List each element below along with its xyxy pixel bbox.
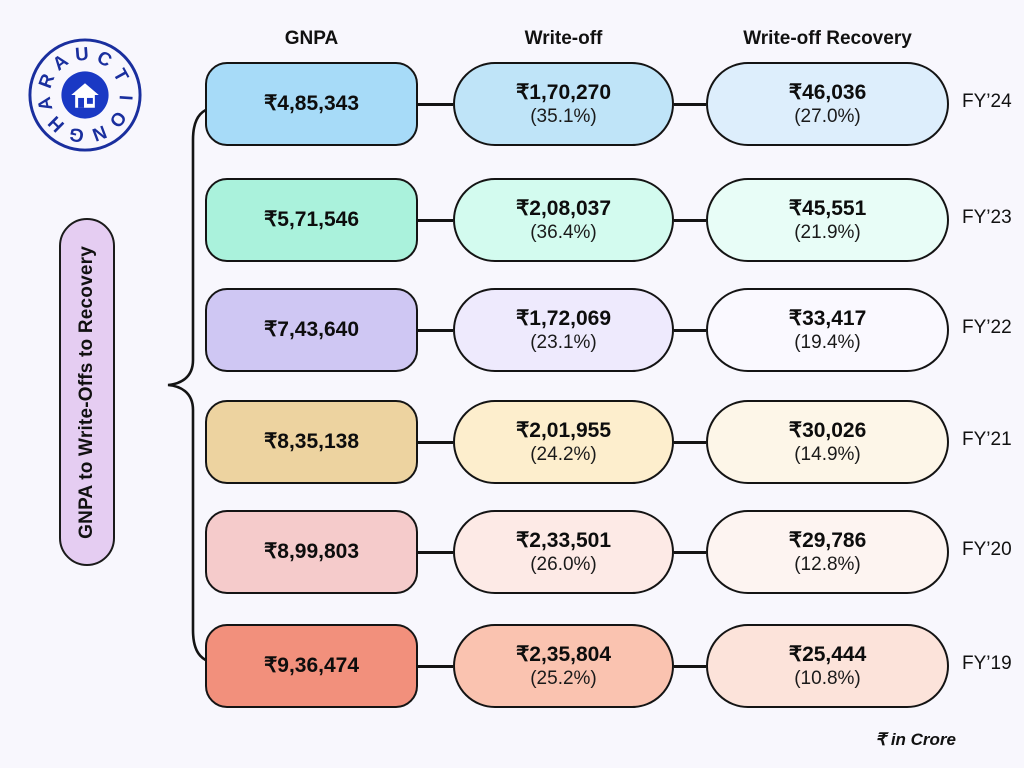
svg-text:O: O bbox=[105, 108, 131, 132]
recovery-amount: ₹46,036 bbox=[788, 81, 867, 105]
table-row: ₹9,36,474 ₹2,35,804(25.2%) ₹25,444(10.8%) F… bbox=[200, 624, 1012, 708]
year-label: FY’22 bbox=[962, 317, 1012, 338]
writeoff-percent: (23.1%) bbox=[530, 331, 597, 353]
table-row: ₹8,99,803 ₹2,33,501(26.0%) ₹29,786(12.8%) F… bbox=[200, 510, 1012, 594]
connector-line bbox=[418, 329, 453, 332]
writeoff-pill[interactable]: ₹2,01,955(24.2%) bbox=[453, 400, 674, 484]
gnpa-pill[interactable]: ₹9,36,474 bbox=[205, 624, 418, 708]
column-header-recovery: Write-off Recovery bbox=[743, 28, 912, 49]
writeoff-percent: (25.2%) bbox=[530, 667, 597, 689]
recovery-amount: ₹25,444 bbox=[788, 643, 867, 667]
recovery-pill[interactable]: ₹29,786(12.8%) bbox=[706, 510, 949, 594]
svg-text:T: T bbox=[109, 65, 133, 86]
gnpa-pill[interactable]: ₹7,43,640 bbox=[205, 288, 418, 372]
connector-line bbox=[674, 219, 706, 222]
recovery-percent: (10.8%) bbox=[794, 667, 861, 689]
recovery-amount: ₹29,786 bbox=[788, 529, 867, 553]
gnpa-pill[interactable]: ₹8,35,138 bbox=[205, 400, 418, 484]
table-row: ₹8,35,138 ₹2,01,955(24.2%) ₹30,026(14.9%) F… bbox=[200, 400, 1012, 484]
connector-line bbox=[674, 665, 706, 668]
recovery-pill[interactable]: ₹30,026(14.9%) bbox=[706, 400, 949, 484]
svg-text:H: H bbox=[44, 112, 68, 136]
svg-text:R: R bbox=[34, 70, 59, 90]
svg-text:A: A bbox=[48, 50, 71, 75]
writeoff-amount: ₹2,08,037 bbox=[515, 197, 612, 221]
writeoff-pill[interactable]: ₹2,35,804(25.2%) bbox=[453, 624, 674, 708]
table-row: ₹5,71,546 ₹2,08,037(36.4%) ₹45,551(21.9%) F… bbox=[200, 178, 1012, 262]
svg-text:C: C bbox=[94, 46, 116, 71]
column-header-writeoff: Write-off bbox=[524, 28, 603, 49]
year-label: FY’19 bbox=[962, 653, 1012, 674]
recovery-amount: ₹30,026 bbox=[788, 419, 867, 443]
side-label-pill: GNPA to Write-Offs to Recovery bbox=[59, 218, 115, 566]
table-row: ₹7,43,640 ₹1,72,069(23.1%) ₹33,417(19.4%) F… bbox=[200, 288, 1012, 372]
recovery-pill[interactable]: ₹25,444(10.8%) bbox=[706, 624, 949, 708]
unit-note: ₹ in Crore bbox=[875, 730, 956, 749]
writeoff-amount: ₹2,35,804 bbox=[515, 643, 612, 667]
svg-text:A: A bbox=[33, 95, 56, 113]
connector-line bbox=[418, 103, 453, 106]
gnpa-amount: ₹8,35,138 bbox=[263, 430, 360, 454]
house-icon bbox=[71, 83, 99, 108]
writeoff-pill[interactable]: ₹1,72,069(23.1%) bbox=[453, 288, 674, 372]
recovery-percent: (27.0%) bbox=[794, 105, 861, 127]
column-header-gnpa: GNPA bbox=[284, 28, 339, 49]
table-row: ₹4,85,343 ₹1,70,270(35.1%) ₹46,036(27.0%) F… bbox=[200, 62, 1012, 146]
svg-text:G: G bbox=[67, 124, 86, 148]
writeoff-percent: (36.4%) bbox=[530, 221, 597, 243]
grouping-bracket bbox=[167, 103, 232, 667]
connector-line bbox=[674, 103, 706, 106]
writeoff-amount: ₹2,33,501 bbox=[515, 529, 612, 553]
year-label: FY’24 bbox=[962, 91, 1012, 112]
svg-text:U: U bbox=[74, 43, 89, 65]
gnpa-amount: ₹8,99,803 bbox=[263, 540, 360, 564]
connector-line bbox=[418, 441, 453, 444]
svg-text:N: N bbox=[90, 121, 110, 145]
recovery-pill[interactable]: ₹46,036(27.0%) bbox=[706, 62, 949, 146]
connector-line bbox=[674, 551, 706, 554]
gnpa-pill[interactable]: ₹4,85,343 bbox=[205, 62, 418, 146]
year-label: FY’23 bbox=[962, 207, 1012, 228]
writeoff-percent: (26.0%) bbox=[530, 553, 597, 575]
recovery-percent: (14.9%) bbox=[794, 443, 861, 465]
writeoff-amount: ₹1,72,069 bbox=[515, 307, 612, 331]
recovery-amount: ₹45,551 bbox=[788, 197, 867, 221]
year-label: FY’21 bbox=[962, 429, 1012, 450]
recovery-pill[interactable]: ₹45,551(21.9%) bbox=[706, 178, 949, 262]
gnpa-amount: ₹7,43,640 bbox=[263, 318, 360, 342]
gnpa-pill[interactable]: ₹8,99,803 bbox=[205, 510, 418, 594]
writeoff-amount: ₹2,01,955 bbox=[515, 419, 612, 443]
recovery-amount: ₹33,417 bbox=[788, 307, 867, 331]
recovery-pill[interactable]: ₹33,417(19.4%) bbox=[706, 288, 949, 372]
gnpa-amount: ₹9,36,474 bbox=[263, 654, 360, 678]
recovery-percent: (19.4%) bbox=[794, 331, 861, 353]
writeoff-pill[interactable]: ₹2,33,501(26.0%) bbox=[453, 510, 674, 594]
writeoff-amount: ₹1,70,270 bbox=[515, 81, 612, 105]
connector-line bbox=[674, 441, 706, 444]
recovery-percent: (12.8%) bbox=[794, 553, 861, 575]
side-label-text: GNPA to Write-Offs to Recovery bbox=[76, 245, 97, 539]
writeoff-pill[interactable]: ₹2,08,037(36.4%) bbox=[453, 178, 674, 262]
recovery-percent: (21.9%) bbox=[794, 221, 861, 243]
writeoff-percent: (35.1%) bbox=[530, 105, 597, 127]
gnpa-pill[interactable]: ₹5,71,546 bbox=[205, 178, 418, 262]
connector-line bbox=[418, 551, 453, 554]
year-label: FY’20 bbox=[962, 539, 1012, 560]
connector-line bbox=[418, 219, 453, 222]
writeoff-percent: (24.2%) bbox=[530, 443, 597, 465]
gnpa-amount: ₹4,85,343 bbox=[263, 92, 360, 116]
writeoff-pill[interactable]: ₹1,70,270(35.1%) bbox=[453, 62, 674, 146]
connector-line bbox=[418, 665, 453, 668]
connector-line bbox=[674, 329, 706, 332]
gnpa-amount: ₹5,71,546 bbox=[263, 208, 360, 232]
svg-text:I: I bbox=[116, 94, 137, 101]
